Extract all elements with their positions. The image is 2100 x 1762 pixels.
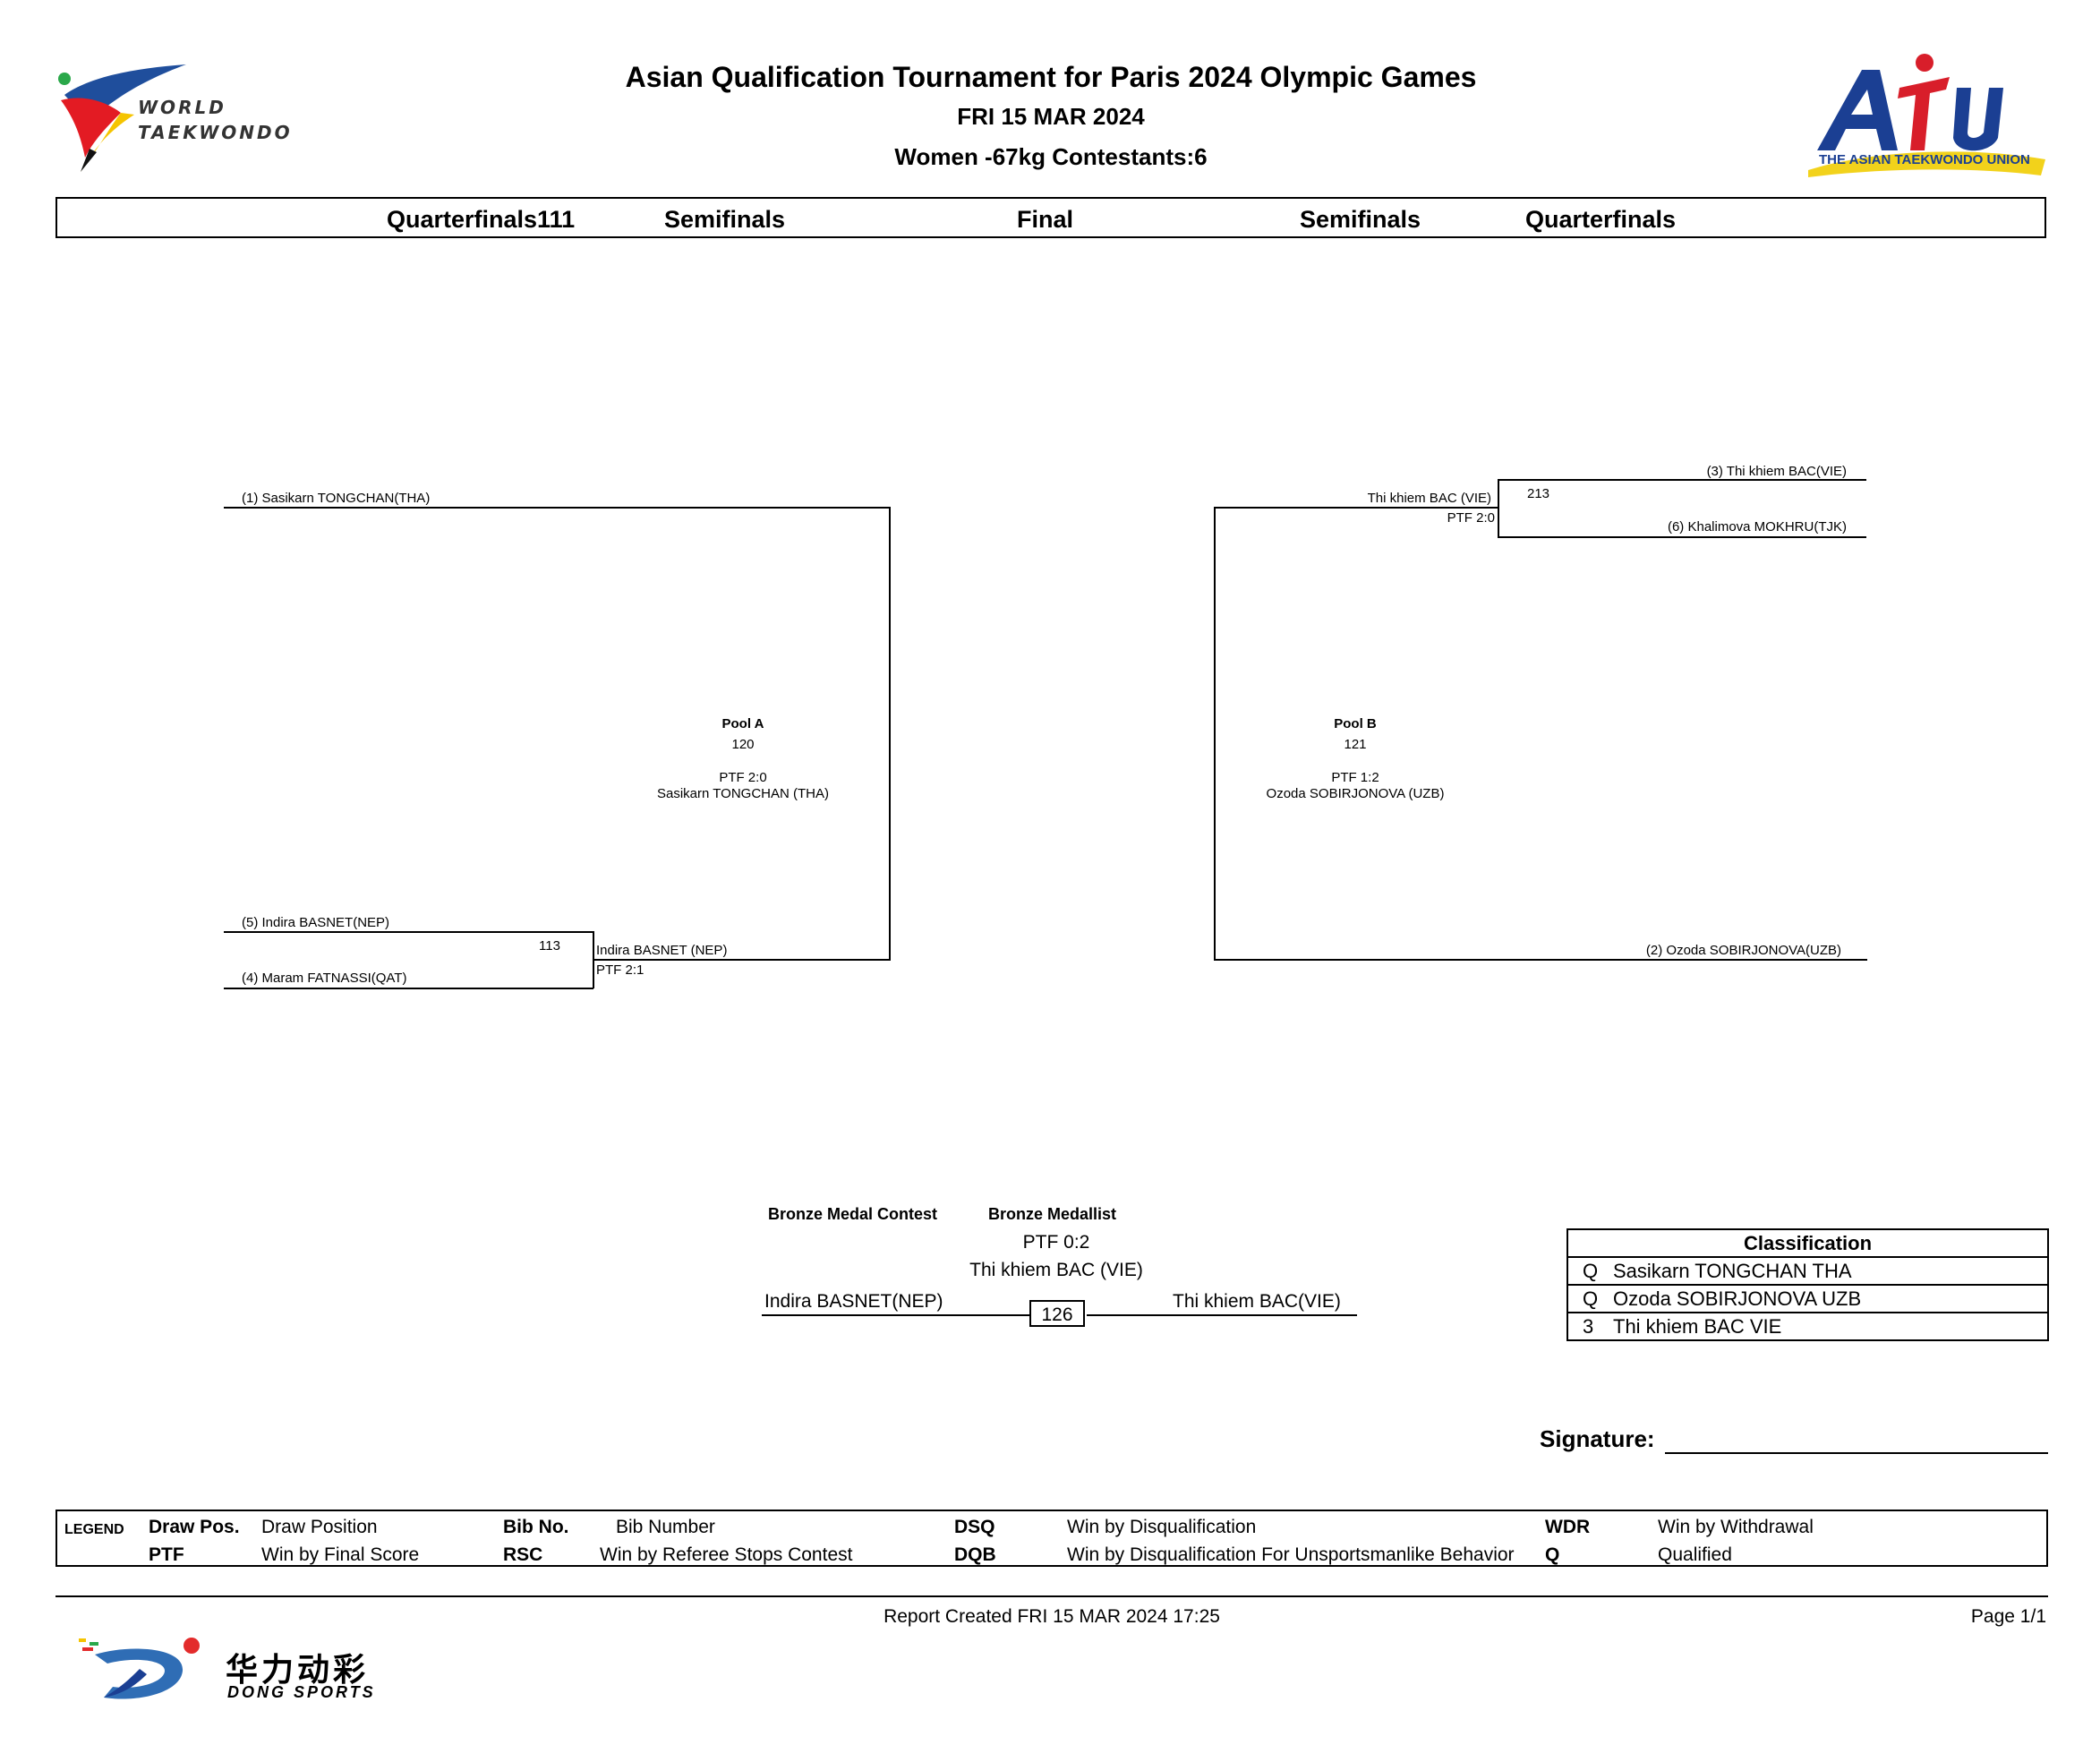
pool-a-seed4: (4) Maram FATNASSI(QAT) bbox=[242, 971, 407, 986]
atu-caption: THE ASIAN TAEKWONDO UNION bbox=[1819, 152, 2030, 167]
division-title: Women -67kg Contestants:6 bbox=[894, 143, 1208, 170]
legend-key: DQB bbox=[954, 1544, 996, 1565]
pool-b-seed3-line bbox=[1498, 479, 1866, 481]
pool-a-seed4-line bbox=[224, 988, 593, 989]
dong-sports-emblem-icon bbox=[79, 1638, 200, 1699]
legend-desc: Win by Referee Stops Contest bbox=[600, 1544, 853, 1565]
pool-a-seed5-line bbox=[224, 931, 593, 933]
round-label-quarterfinals-left: Quarterfinals111 bbox=[387, 206, 576, 233]
legend-desc: Win by Final Score bbox=[261, 1544, 420, 1565]
pool-b-sf-winner: Ozoda SOBIRJONOVA (UZB) bbox=[1266, 786, 1445, 801]
pool-b-seed2-line bbox=[1214, 959, 1867, 961]
legend-key: Bib No. bbox=[503, 1517, 569, 1537]
pool-b-qf-winner-line bbox=[1214, 507, 1498, 509]
wt-logo-line1: WORLD bbox=[138, 97, 226, 118]
legend-key: PTF bbox=[149, 1544, 184, 1565]
atu-emblem-icon bbox=[1808, 54, 2045, 177]
world-taekwondo-logo: WORLD TAEKWONDO bbox=[54, 59, 313, 175]
pool-a-qf-result: PTF 2:1 bbox=[596, 962, 645, 978]
legend-desc: Draw Position bbox=[261, 1517, 378, 1537]
bronze-match-box: 126 bbox=[1029, 1300, 1085, 1327]
page-title: Asian Qualification Tournament for Paris… bbox=[625, 61, 1477, 93]
pool-b-sf-result: PTF 1:2 bbox=[1331, 770, 1379, 785]
legend-title: LEGEND bbox=[64, 1522, 124, 1537]
pool-a-qf-winner: Indira BASNET (NEP) bbox=[596, 943, 728, 958]
wt-logo-line2: TAEKWONDO bbox=[138, 122, 293, 143]
legend-desc: Win by Disqualification For Unsportsmanl… bbox=[1067, 1544, 1515, 1565]
atu-logo: THE ASIAN TAEKWONDO UNION bbox=[1799, 52, 2050, 179]
classification-row: Q Ozoda SOBIRJONOVA UZB bbox=[1568, 1286, 2047, 1313]
legend-key: Q bbox=[1545, 1544, 1560, 1565]
legend-key: RSC bbox=[503, 1544, 543, 1565]
bronze-contest-label: Bronze Medal Contest bbox=[768, 1205, 938, 1223]
report-created: Report Created FRI 15 MAR 2024 17:25 bbox=[884, 1606, 1220, 1627]
footer-divider bbox=[55, 1595, 2048, 1597]
bronze-right-line bbox=[1087, 1314, 1357, 1316]
pool-a-seed1: (1) Sasikarn TONGCHAN(THA) bbox=[242, 491, 431, 506]
signature-label: Signature: bbox=[1540, 1425, 1655, 1452]
legend-key: DSQ bbox=[954, 1517, 995, 1537]
pool-b-seed6: (6) Khalimova MOKHRU(TJK) bbox=[1667, 519, 1847, 535]
pool-b-qf-match-number: 213 bbox=[1527, 486, 1550, 501]
classification-rank: 3 bbox=[1583, 1315, 1594, 1338]
round-label-semifinals-right: Semifinals bbox=[1300, 206, 1421, 233]
bronze-left-line bbox=[762, 1314, 1030, 1316]
rounds-header: Quarterfinals111 Semifinals Final Semifi… bbox=[55, 197, 2046, 238]
pool-a-sf-match-number: 120 bbox=[731, 737, 755, 752]
legend-key: WDR bbox=[1545, 1517, 1591, 1537]
classification-athlete: Thi khiem BAC VIE bbox=[1613, 1315, 1782, 1338]
dong-sports-english: DONG SPORTS bbox=[227, 1683, 376, 1701]
pool-a-label: Pool A bbox=[721, 716, 764, 731]
dong-sports-logo: 华力动彩 DONG SPORTS bbox=[77, 1635, 453, 1706]
bronze-result: PTF 0:2 bbox=[1022, 1232, 1090, 1253]
pool-b-qf-winner: Thi khiem BAC (VIE) bbox=[1367, 491, 1491, 506]
event-date: FRI 15 MAR 2024 bbox=[957, 103, 1145, 130]
legend-desc: Win by Disqualification bbox=[1067, 1517, 1257, 1537]
classification-athlete: Sasikarn TONGCHAN THA bbox=[1613, 1260, 1852, 1282]
pool-a-seed1-line bbox=[224, 507, 890, 509]
legend-desc: Qualified bbox=[1658, 1544, 1732, 1565]
bronze-medallist-label: Bronze Medallist bbox=[988, 1205, 1117, 1223]
legend-desc: Win by Withdrawal bbox=[1658, 1517, 1814, 1537]
round-label-quarterfinals-right: Quarterfinals bbox=[1525, 206, 1677, 233]
pool-a-seed5: (5) Indira BASNET(NEP) bbox=[242, 915, 390, 930]
page-number: Page 1/1 bbox=[1970, 1606, 2046, 1627]
pool-b-qf-result: PTF 2:0 bbox=[1447, 510, 1495, 526]
legend-box: LEGEND Draw Pos. Draw Position Bib No. B… bbox=[55, 1510, 2048, 1567]
classification-table: Classification Q Sasikarn TONGCHAN THA Q… bbox=[1566, 1228, 2049, 1341]
legend-desc: Bib Number bbox=[616, 1517, 715, 1537]
classification-row: Q Sasikarn TONGCHAN THA bbox=[1568, 1258, 2047, 1286]
classification-rank: Q bbox=[1583, 1287, 1599, 1310]
pool-b-sf-match-number: 121 bbox=[1344, 737, 1367, 752]
pool-a-qf-winner-line bbox=[593, 959, 891, 961]
classification-athlete: Ozoda SOBIRJONOVA UZB bbox=[1613, 1287, 1862, 1310]
bronze-left-athlete: Indira BASNET(NEP) bbox=[764, 1291, 943, 1312]
round-label-semifinals-left: Semifinals bbox=[664, 206, 786, 233]
classification-rank: Q bbox=[1583, 1260, 1599, 1282]
pool-b-label: Pool B bbox=[1334, 716, 1377, 731]
pool-b-left-vertical bbox=[1214, 507, 1216, 960]
pool-a-qf-match-number: 113 bbox=[539, 938, 560, 954]
bronze-right-athlete: Thi khiem BAC(VIE) bbox=[1173, 1291, 1341, 1312]
pool-b-seed6-line bbox=[1498, 536, 1866, 538]
bronze-medallist: Thi khiem BAC (VIE) bbox=[969, 1260, 1143, 1280]
pool-a-sf-winner: Sasikarn TONGCHAN (THA) bbox=[657, 786, 829, 801]
classification-title: Classification bbox=[1568, 1230, 2047, 1258]
pool-b-qf-vertical bbox=[1498, 479, 1499, 537]
pool-a-sf-result: PTF 2:0 bbox=[719, 770, 767, 785]
classification-row: 3 Thi khiem BAC VIE bbox=[1568, 1313, 2047, 1339]
pool-b-seed2: (2) Ozoda SOBIRJONOVA(UZB) bbox=[1645, 943, 1841, 958]
pool-b-seed3: (3) Thi khiem BAC(VIE) bbox=[1706, 464, 1847, 479]
world-taekwondo-emblem-icon bbox=[58, 64, 186, 172]
pool-a-right-vertical bbox=[889, 507, 891, 960]
legend-key: Draw Pos. bbox=[149, 1517, 240, 1537]
signature-line bbox=[1665, 1452, 2048, 1454]
dong-sports-chinese: 华力动彩 bbox=[226, 1652, 370, 1689]
round-label-final: Final bbox=[1017, 206, 1074, 233]
